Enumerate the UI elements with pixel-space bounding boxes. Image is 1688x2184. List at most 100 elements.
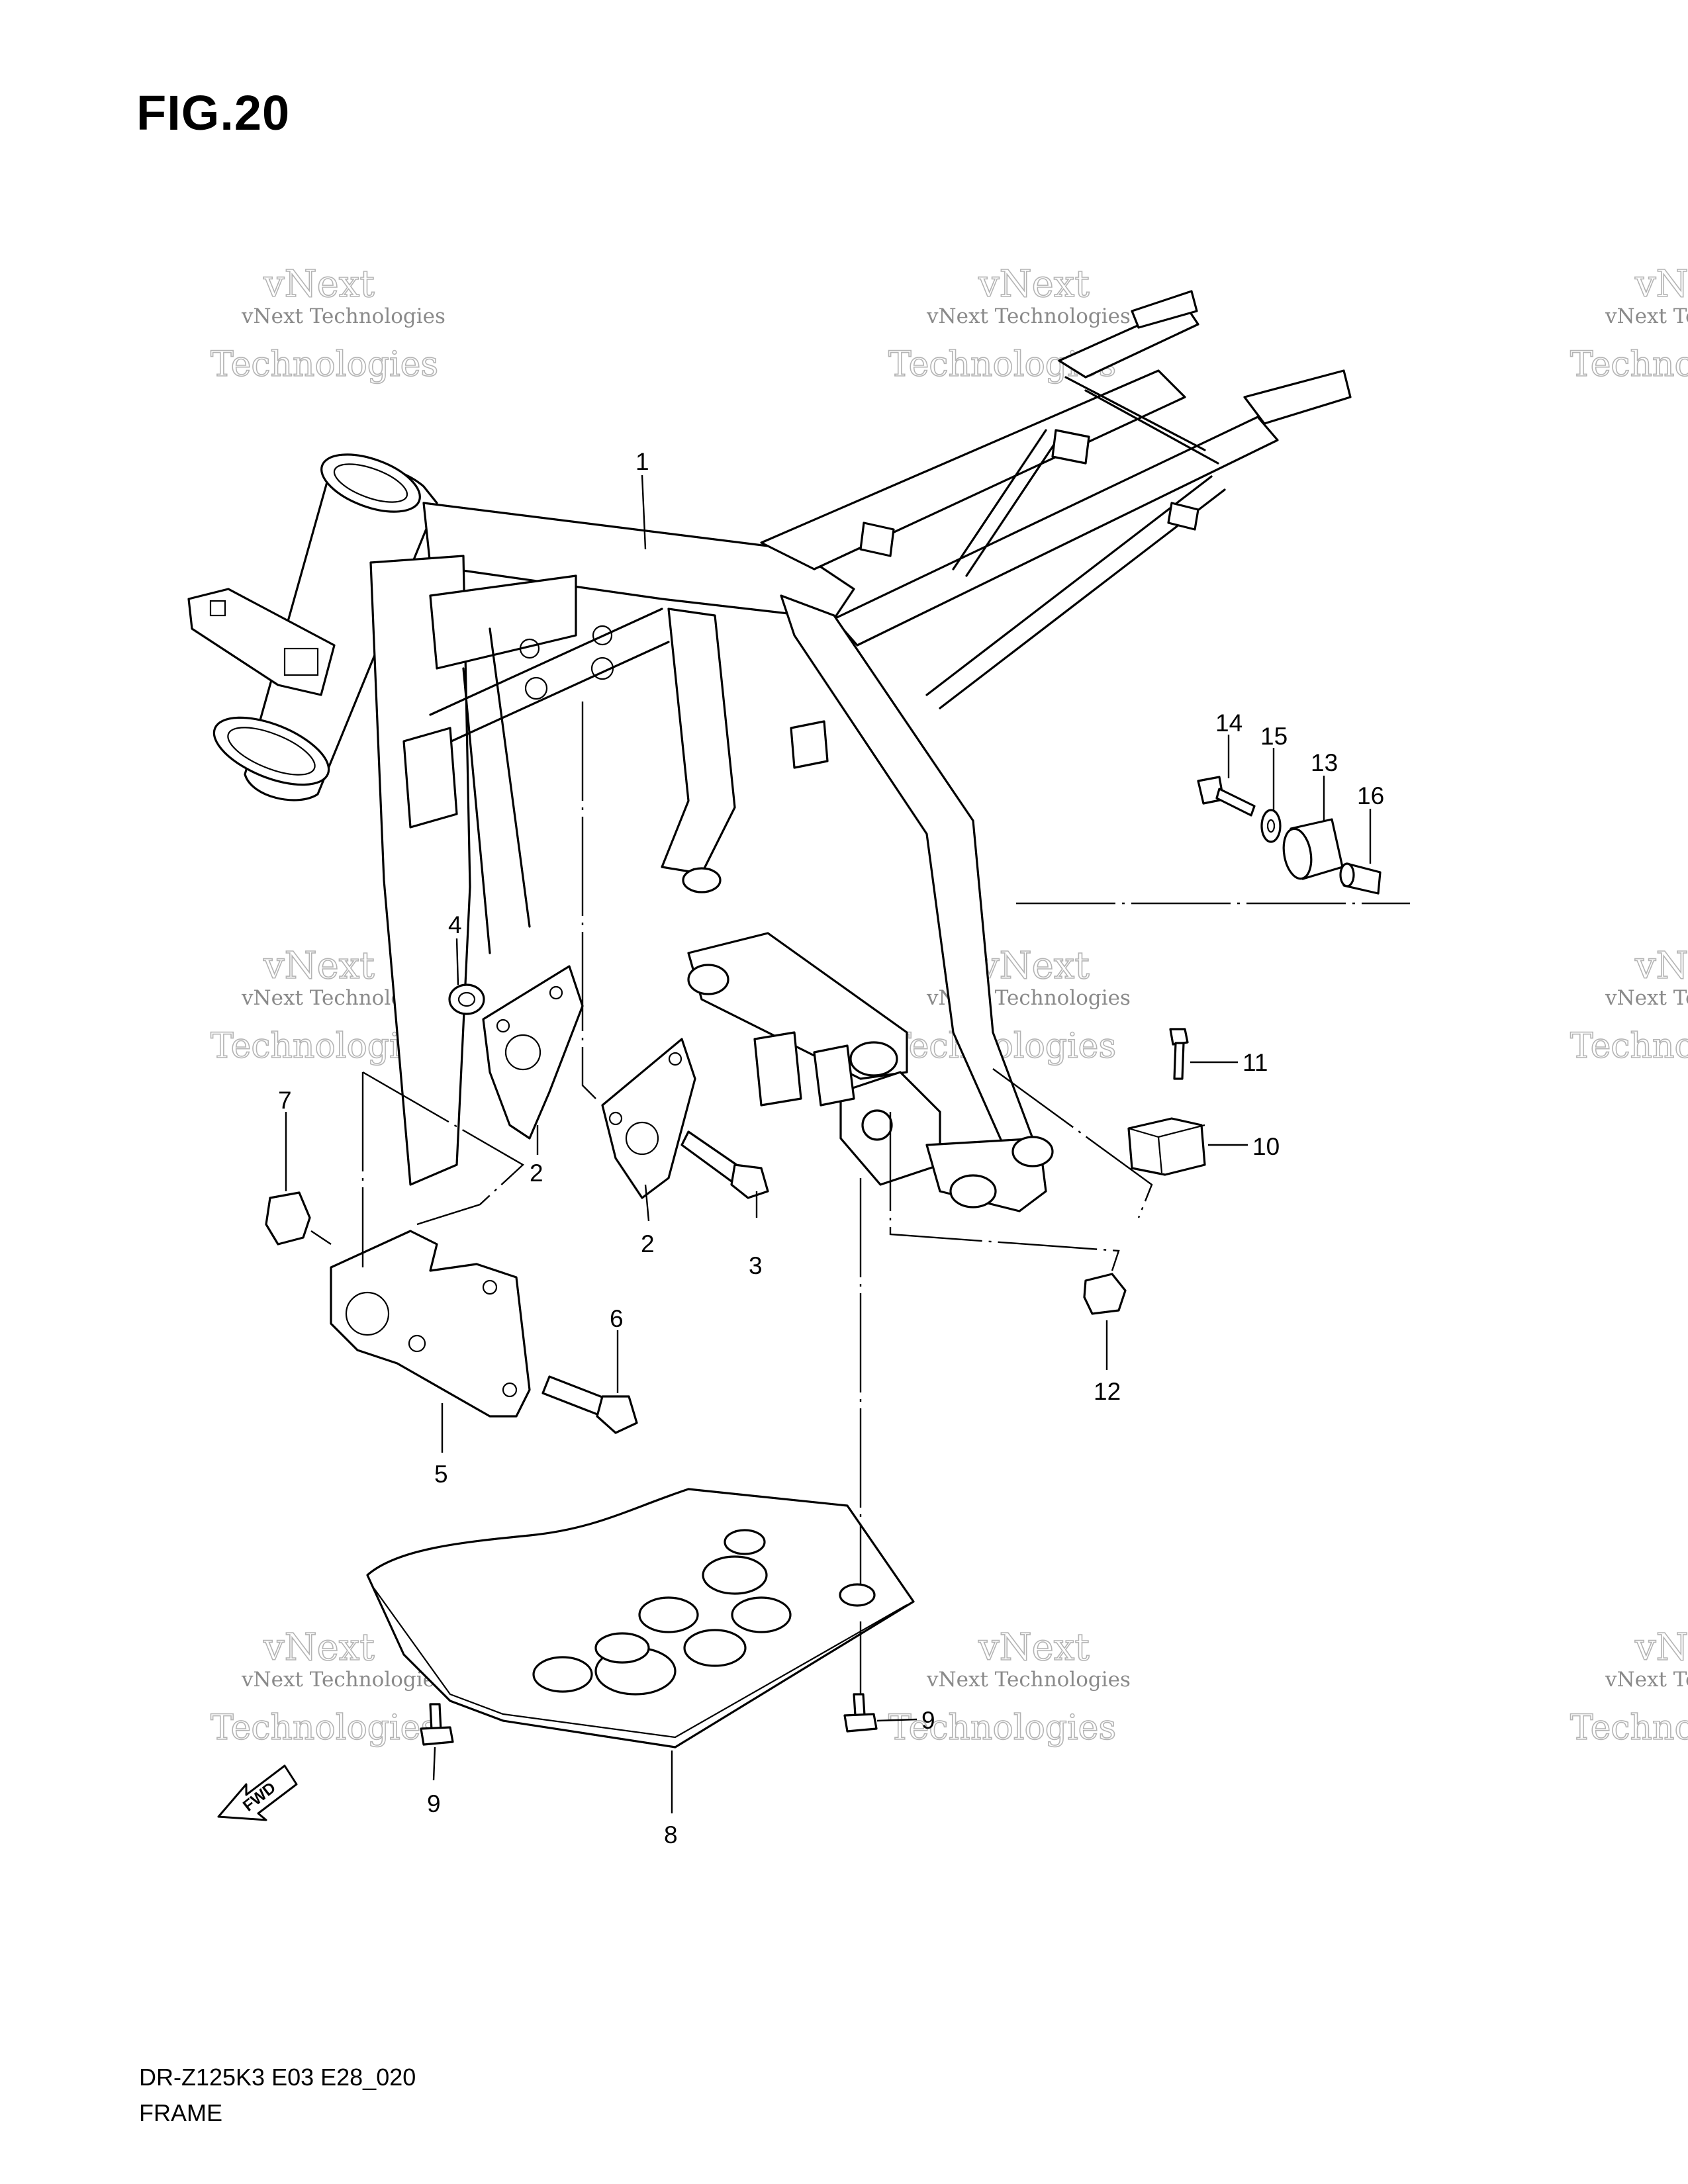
bracket-hole [668,1052,682,1066]
callout-3: 3 [749,1252,763,1279]
watermark-bottom-right: vNext Technologies vNext Technologies [1570,1625,1688,1749]
engine-cradle-tube [462,667,491,954]
dash-line [581,702,596,1099]
callout-9: 9 [427,1790,441,1817]
head-tube-bottom-inner [227,727,316,776]
rubber-block-edge [1128,1124,1205,1173]
frame-tab [813,1044,855,1107]
head-tube-top-inner [333,463,408,503]
bushing-16 [1339,862,1382,895]
upper-rear-frame-rail [760,369,1186,570]
lower-cross-member [687,932,908,1080]
bracket-hole [496,1019,510,1033]
bracket-slot [209,600,226,617]
watermark-text-full: vNext Technologies [1605,1668,1688,1692]
callout-14: 14 [1215,709,1243,737]
skid-plate-dome [683,1629,747,1667]
rear-cross-tube [1064,376,1206,451]
nut-12 [1083,1273,1127,1315]
leader-line [876,1718,917,1722]
engine-mount-bracket-upper [482,965,584,1140]
bracket-hole [608,1111,623,1126]
plate-hole [482,1279,498,1295]
swingarm-pivot-boss [682,867,722,893]
frame-tab [859,522,895,557]
skid-plate-dome [839,1583,876,1607]
skid-plate-dome [731,1596,792,1633]
nut-7 [265,1191,311,1246]
bracket-slot [283,647,319,676]
rear-diagonal-tube [952,429,1047,570]
callout-13: 13 [1311,749,1338,776]
head-tube-top-ring [320,453,421,513]
engine-mount-plate [330,1230,531,1418]
plate-hole [408,1334,426,1353]
fwd-arrow-icon: FWD [217,1764,298,1821]
callout-12: 12 [1094,1378,1121,1405]
skid-plate-domes [532,1529,876,1696]
rear-diagonal-tube [965,435,1060,577]
dash-line [992,1068,1153,1218]
callouts: 1 2 2 3 4 5 6 7 8 9 9 10 11 12 13 14 15 … [278,448,1384,1848]
leader-line [644,1184,650,1222]
skid-plate-edge [373,1588,908,1739]
frame-hole [590,657,614,680]
lower-loop-boss [949,1174,997,1208]
skid-plate-dome [638,1596,699,1633]
bracket-hole [549,985,563,1000]
skid-plate-dome [532,1656,593,1693]
watermark-bottom-center: vNext Technologies vNext Technologies [888,1625,1131,1749]
watermark-text-company: Technologies [888,1708,1116,1748]
watermark-text-brand: vNext [263,263,375,306]
watermark-text-brand: vNext [978,1626,1090,1669]
head-tube-bottom-ring [212,716,330,786]
bracket-hole [625,1121,659,1156]
seat-rail-end-left [1131,290,1198,329]
bolt-9-left [420,1703,454,1746]
rear-cross-tube [1084,389,1219,465]
watermark-text-full: vNext Technologies [241,1668,445,1692]
watermark-top-left: vNext Technologies vNext Technologies [210,262,445,385]
watermark-text-full: vNext Technologies [926,1668,1131,1692]
seat-rail-end-right [1243,369,1352,425]
leader-line [432,1747,436,1781]
watermark-text-company: Technologies [1570,345,1688,385]
watermark-text-brand: vNext [978,263,1090,306]
watermark-text-brand: vNext [1634,263,1688,306]
leader-line [310,1230,332,1245]
plate-hole [502,1382,518,1398]
center-cross-tube [429,608,663,716]
rear-down-tube-2 [661,608,736,875]
nut-4 [448,983,485,1015]
watermark-text-brand: vNext [263,1626,375,1669]
watermark-text-company: Technologies [1570,1708,1688,1748]
figure-title: FIG.20 [136,85,291,140]
skid-plate-dome [594,1632,650,1664]
callout-10: 10 [1252,1133,1280,1160]
plate-hole [345,1291,390,1336]
watermark-text-brand: vNext [1634,944,1688,987]
bolt-11 [1169,1028,1189,1080]
dash-line [362,1071,525,1226]
frame-main [187,290,1352,1212]
front-down-tube [369,555,471,1186]
center-cross-tube [436,641,670,749]
watermark-text-full: vNext Technologies [1605,986,1688,1010]
frame-tab [402,727,458,829]
washer-15-hole [1266,819,1276,833]
watermark-text-brand: vNext [978,944,1090,987]
leader-line [455,938,459,985]
secondary-down-tube [429,574,577,670]
frame-tab [1051,429,1090,465]
frame-tab [790,720,829,769]
figure-caption: FRAME [139,2099,222,2126]
leader-line [641,475,647,550]
collar-13 [1282,818,1344,880]
engine-mount-bracket-lower [601,1038,696,1199]
callout-8: 8 [664,1821,678,1848]
watermark-middle-right: vNext Technologies vNext Technologies [1570,944,1688,1067]
skid-plate-dome [702,1555,768,1595]
footer: DR-Z125K3 E03 E28_020 FRAME [139,2060,416,2131]
callout-2: 2 [641,1230,655,1257]
